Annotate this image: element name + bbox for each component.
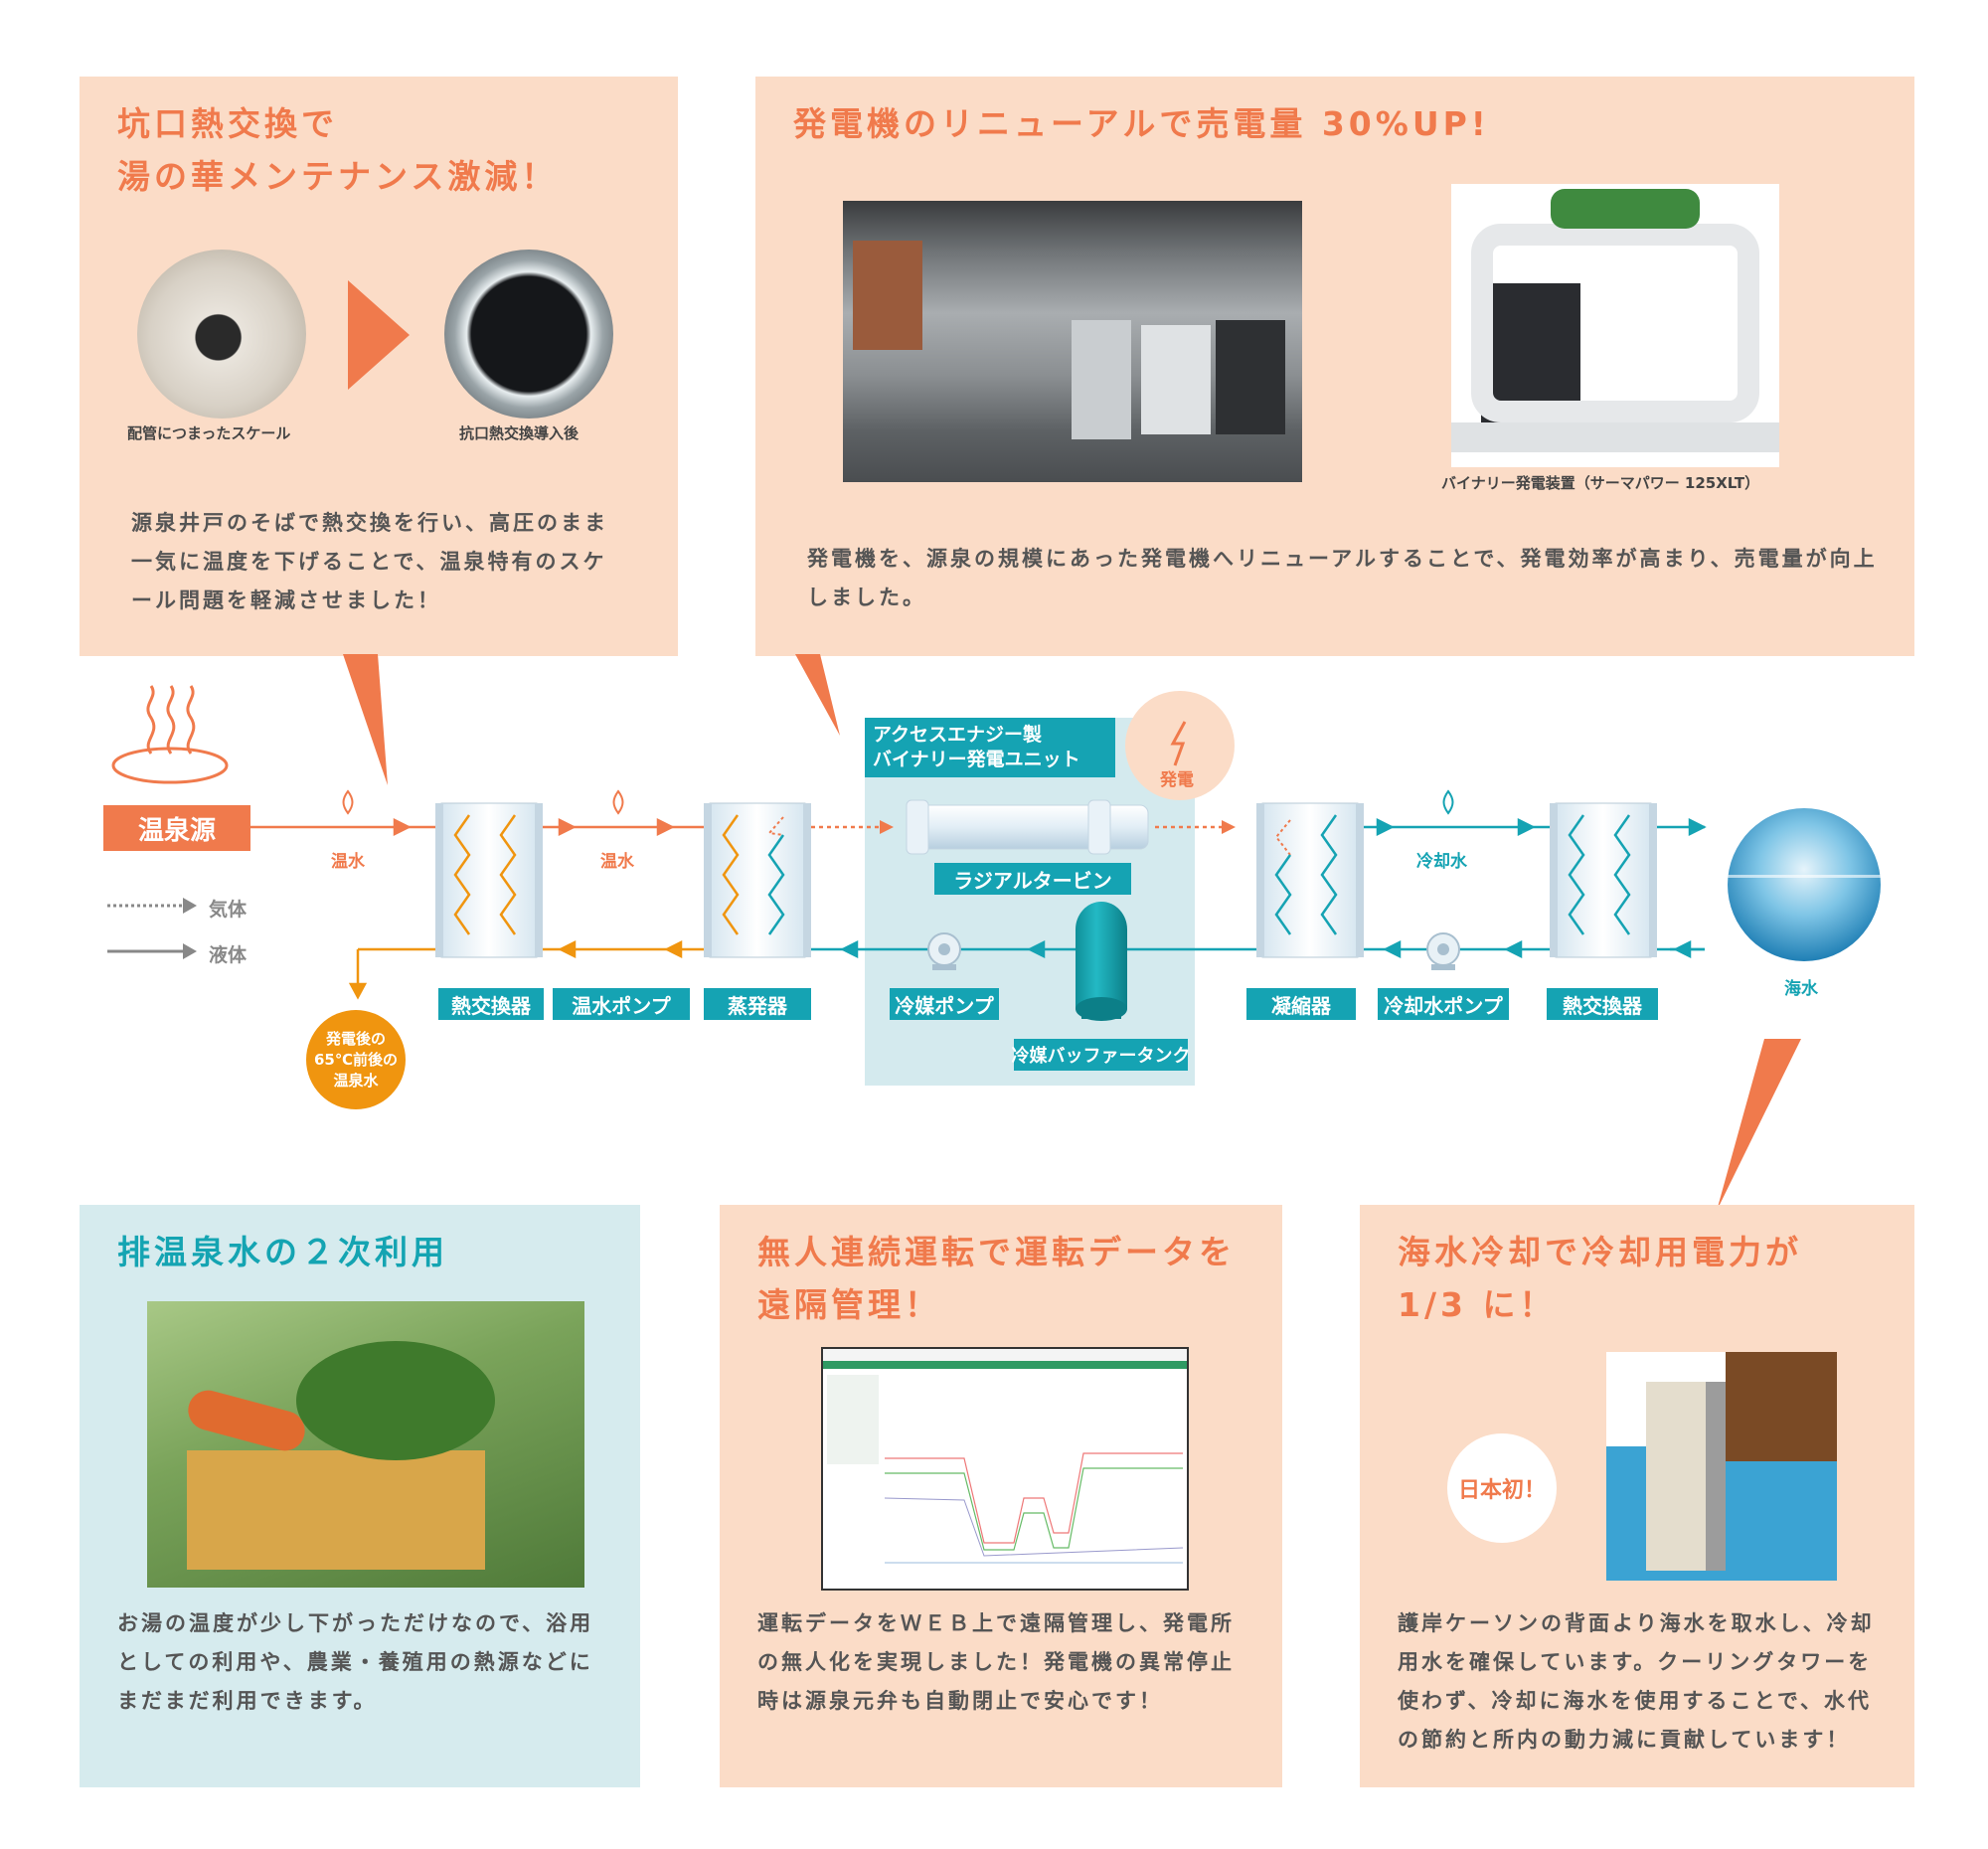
after-line3: 温泉水 [333,1071,379,1090]
hot-spring-icon [111,685,229,784]
binary-generator-photo [1451,184,1779,467]
vegetables-crate-photo [147,1301,584,1588]
panel-title-line1: 坑口熱交換で [117,104,338,143]
control-cabinet [1141,325,1211,434]
condenser-label: 凝縮器 [1246,988,1356,1020]
after-line1: 発電後の [325,1029,386,1048]
green-valves [1551,189,1700,229]
heat-exchanger-1-label: 熱交換器 [438,988,544,1020]
panel-generator-renewal: 発電機のリニューアルで売電量 30%UP! バイナリー発電装置（サーマパワー 1… [755,77,1914,656]
panel-title-line2: 1/3 に！ [1398,1285,1557,1324]
dashboard-header [823,1349,1187,1361]
hot-water-label-2: 温水 [600,852,634,872]
panel-seawater-cooling: 海水冷却で冷却用電力が 1/3 に！ 日本初！ 護岸ケーソンの背面より海水を取水… [1360,1205,1914,1787]
panel-body: 運転データをＷＥＢ上で遠隔管理し、発電所の無人化を実現しました！発電機の異常停止… [757,1611,1235,1713]
seawater-label: 海水 [1784,979,1818,999]
condenser-shape [1256,802,1364,958]
panel-body: お湯の温度が少し下がっただけなので、浴用としての利用や、農業・養殖用の熱源などに… [117,1611,594,1713]
panel-secondary-use: 排温泉水の２次利用 お湯の温度が少し下がっただけなので、浴用としての利用や、農業… [80,1205,640,1787]
panel-title-line1: 海水冷却で冷却用電力が [1398,1233,1802,1271]
photo-caption-scale: 配管につまったスケール [127,424,291,442]
cooling-water-label: 冷却水 [1416,852,1467,872]
water-drop-icon [342,789,354,815]
leafy-greens [296,1341,495,1460]
dashboard-nav [823,1361,1187,1369]
japan-first-badge: 日本初！ [1447,1433,1557,1543]
arrow-right-icon [348,280,410,390]
hot-water-label-1: 温水 [331,852,365,872]
panel-wellhead-heat-exchange: 坑口熱交換で 湯の華メンテナンス激減！ 配管につまったスケール 抗口熱交換導入後… [80,77,678,656]
panel-title-line1: 無人連続運転で運転データを [757,1233,1236,1271]
refrigerant-pump-label: 冷媒ポンプ [890,988,999,1020]
legend-gas-label: 気体 [209,899,248,921]
buffer-tank-label: 冷媒バッファータンク [1012,1039,1191,1071]
generator-caption: バイナリー発電装置（サーマパワー 125XLT） [1441,474,1760,492]
caisson-cross-section-diagram [1606,1352,1837,1581]
panel-body: 源泉井戸のそばで熱交換を行い、高圧のまま一気に温度を下げることで、温泉特有のスケ… [131,511,608,612]
water-drop-icon [1442,789,1454,815]
unit-title-line2: バイナリー発電ユニット [873,749,1080,770]
after-line2: 65℃前後の [313,1050,399,1069]
caisson [1646,1382,1706,1571]
after-heat-exchange-photo [444,250,613,419]
legend-liquid-label: 液体 [209,944,248,966]
hot-water-pump-label: 温水ポンプ [553,988,690,1020]
heat-exchanger-block [853,241,922,350]
panel-remote-monitoring: 無人連続運転で運転データを 遠隔管理！ 運転データをＷＥＢ上で遠隔管理し、発電所… [720,1205,1282,1787]
seawater-photo [1728,808,1881,961]
heat-exchanger-2-shape [1550,802,1657,958]
panel-body: 発電機を、源泉の規模にあった発電機へリニューアルすることで、発電効率が高まり、売… [807,547,1878,609]
pointer-panel2 [795,654,840,736]
base-frame [1451,422,1779,452]
evaporator-label: 蒸発器 [704,988,811,1020]
pointer-panel5 [1717,1039,1801,1211]
power-label: 発電 [1160,770,1194,790]
trend-chart [885,1452,1183,1564]
pointer-panel1 [343,654,388,785]
plant-room-photo [843,201,1302,482]
binary-unit-header [865,718,1115,777]
binary-unit-title: アクセスエナジー製 バイナリー発電ユニット [873,718,1080,777]
panel-body: 護岸ケーソンの背面より海水を取水し、冷却用水を確保しています。クーリングタワーを… [1398,1611,1875,1752]
web-dashboard-screenshot [821,1347,1189,1591]
generator-unit [1216,320,1285,434]
legend-gas-arrow [107,898,197,914]
rubble-fill [1706,1382,1726,1571]
photo-caption-after: 抗口熱交換導入後 [459,424,580,442]
after-generation-text: 発電後の 65℃前後の 温泉水 [306,1026,406,1093]
panel-title: 発電機のリニューアルで売電量 30%UP! [793,104,1490,143]
water-drop-icon [612,789,624,815]
soil-area [1726,1352,1837,1461]
hot-spring-source-label: 温泉源 [103,805,250,851]
dashboard-sidebar [827,1375,879,1464]
panel-title-line2: 遠隔管理！ [757,1285,941,1324]
tank-shape [1072,320,1131,439]
cooling-water-pump-shape [1426,932,1460,970]
panel-title: 排温泉水の２次利用 [117,1233,448,1271]
cooling-water-pump-label: 冷却水ポンプ [1378,988,1509,1020]
horizon-line [1728,875,1881,878]
scale-pipe-photo [137,250,306,419]
vapor-arrow [1222,820,1236,834]
pipe-frame [1471,224,1759,422]
unit-title-line1: アクセスエナジー製 [873,724,1043,746]
heat-exchanger-2-label: 熱交換器 [1547,988,1658,1020]
badge-text: 日本初！ [1457,1478,1546,1503]
radial-turbine-label: ラジアルタービン [934,863,1131,895]
heat-exchanger-1-shape [435,802,543,958]
wooden-crate [187,1450,485,1570]
carrots [183,1386,310,1455]
panel-title-line2: 湯の華メンテナンス激減！ [117,157,559,196]
evaporator-shape [704,802,811,958]
legend-liquid-arrow [107,943,197,959]
hot-water-supply-line [248,817,709,837]
